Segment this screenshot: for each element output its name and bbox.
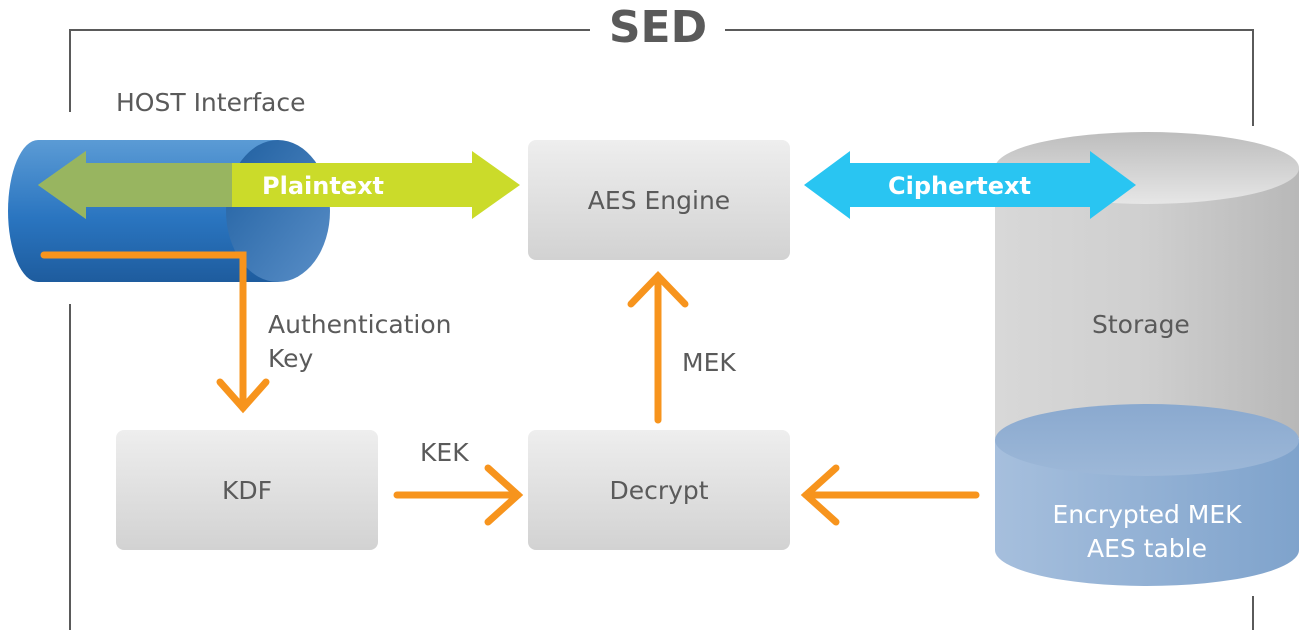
decrypt-label: Decrypt xyxy=(609,475,709,505)
mek-label: MEK xyxy=(682,348,736,377)
kek-arrow xyxy=(393,464,524,526)
authentication-key-label: Authentication Key xyxy=(268,308,452,376)
sed-title: SED xyxy=(603,2,713,53)
kdf-label: KDF xyxy=(221,475,273,505)
authentication-key-line2: Key xyxy=(268,344,314,373)
authentication-key-arrow xyxy=(40,251,270,414)
plaintext-label: Plaintext xyxy=(262,172,385,200)
encrypted-mek-table-cylinder xyxy=(995,404,1299,586)
plaintext-arrow-host-overlap xyxy=(38,151,232,219)
encrypted-table-line1: Encrypted MEK xyxy=(1052,500,1242,529)
sed-frame xyxy=(69,29,1254,630)
ciphertext-label: Ciphertext xyxy=(888,172,1031,200)
encrypted-mek-arrow xyxy=(800,464,980,526)
encrypted-table-line2: AES table xyxy=(1086,534,1208,563)
kek-label: KEK xyxy=(420,438,469,467)
encrypted-mek-table-label: Encrypted MEK AES table xyxy=(995,498,1299,566)
decrypt-box: Decrypt xyxy=(528,430,790,550)
storage-label: Storage xyxy=(1092,310,1190,339)
aes-engine-label: AES Engine xyxy=(587,185,731,215)
authentication-key-line1: Authentication xyxy=(268,310,452,339)
host-interface-label: HOST Interface xyxy=(116,88,306,117)
aes-engine-box: AES Engine xyxy=(528,140,790,260)
mek-arrow xyxy=(627,270,689,424)
kdf-box: KDF xyxy=(116,430,378,550)
host-interface-cylinder xyxy=(8,140,330,282)
storage-cylinder xyxy=(995,132,1299,438)
ciphertext-arrow xyxy=(804,151,1136,219)
